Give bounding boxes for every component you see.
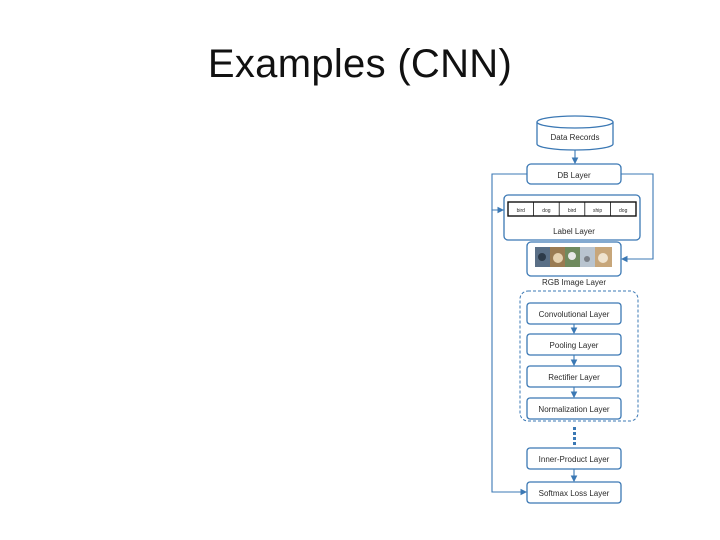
conv-layer-label: Convolutional Layer (539, 310, 610, 319)
conv-layer-node: Convolutional Layer (526, 302, 622, 325)
inner-product-layer-node: Inner-Product Layer (526, 447, 622, 470)
pool-layer-label: Pooling Layer (550, 341, 599, 350)
arrow-label-to-softmax (491, 209, 528, 496)
label-layer-label: Label Layer (553, 227, 595, 236)
data-records-node: Data Records (536, 115, 614, 151)
rgb-image-layer-node: RGB Image Layer (526, 241, 622, 287)
label-cell: ship (593, 208, 602, 214)
db-layer-label: DB Layer (557, 171, 591, 180)
cnn-architecture-diagram: Data Records DB Layer bird dog bird ship… (480, 108, 660, 518)
rgb-image-layer-label: RGB Image Layer (542, 278, 606, 287)
rect-layer-node: Rectifier Layer (526, 365, 622, 388)
label-cell: dog (542, 208, 551, 214)
db-layer-node: DB Layer (526, 163, 622, 185)
label-layer-node: bird dog bird ship dog Label Layer (503, 194, 641, 241)
label-cell: bird (517, 208, 526, 214)
rect-layer-label: Rectifier Layer (548, 373, 600, 382)
data-records-label: Data Records (551, 133, 600, 142)
slide-title: Examples (CNN) (207, 42, 513, 86)
norm-layer-node: Normalization Layer (526, 397, 622, 420)
image-thumbnails (535, 247, 612, 267)
arrow-db-to-rgb (620, 173, 654, 263)
pool-layer-node: Pooling Layer (526, 333, 622, 356)
norm-layer-label: Normalization Layer (538, 405, 609, 414)
label-cell: bird (568, 208, 577, 214)
inner-product-layer-label: Inner-Product Layer (539, 455, 610, 464)
ellipsis-dots (573, 427, 576, 445)
conv-block-group (519, 290, 639, 422)
label-cell: dog (619, 208, 628, 214)
softmax-loss-layer-node: Softmax Loss Layer (526, 481, 622, 504)
softmax-loss-layer-label: Softmax Loss Layer (539, 489, 610, 498)
cnn-diagram-svg: Data Records DB Layer bird dog bird ship… (491, 115, 654, 504)
